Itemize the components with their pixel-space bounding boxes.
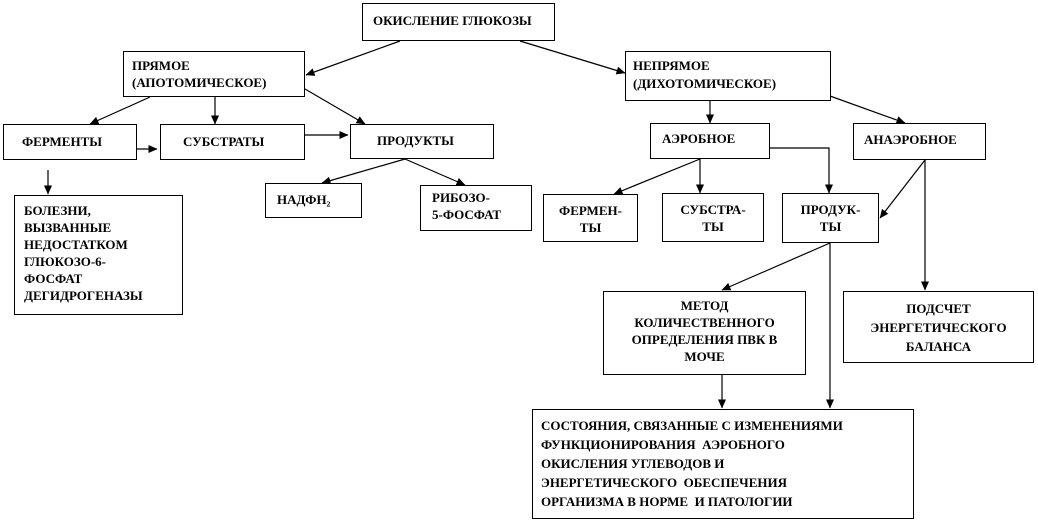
node-ribose: [420, 185, 532, 231]
node-aerobic: [650, 123, 770, 159]
node-glucose-oxidation-label: ОКИСЛЕНИЕ ГЛЮКОЗЫ: [373, 13, 532, 28]
node-substrates: [160, 124, 305, 160]
node-substrates-label: СУБСТРАТЫ: [183, 134, 265, 149]
arrow-products-to-method: [721, 242, 831, 291]
node-direct: [123, 51, 305, 97]
arrow-direct-to-products: [304, 88, 366, 125]
node-indirect-title: НЕПРЯМОЕ: [633, 58, 710, 73]
node-nadph: [265, 183, 362, 218]
node-ribose-label: РИБОЗО- 5-ФОСФАТ: [432, 190, 502, 222]
node-aerobic-enzymes: [543, 194, 638, 242]
arrow-direct-to-enzymes: [89, 96, 151, 125]
node-indirect: [625, 51, 831, 101]
arrow-root-to-direct: [305, 40, 401, 76]
node-states-label: СОСТОЯНИЯ, СВЯЗАННЫЕ С ИЗМЕНЕНИЯМИ ФУНКЦ…: [541, 418, 843, 509]
node-indirect-subtitle: (ДИХОТОМИЧЕСКОЕ): [633, 76, 777, 91]
node-nadph-label: НАДФН₂: [277, 192, 331, 207]
arrow-products-to-nadph: [321, 158, 406, 185]
node-aerobic-enzymes-label: ФЕРМЕН- ТЫ: [559, 203, 622, 235]
arrow-indirect-to-anaerobic: [829, 95, 906, 124]
node-aerobic-label: АЭРОБНОЕ: [662, 131, 736, 146]
node-pvk-method: [603, 291, 806, 375]
arrow-anaerobic-to-products: [879, 159, 926, 219]
node-energy-balance: [843, 291, 1034, 363]
arrow-products-to-ribose: [404, 158, 466, 186]
node-aerobic-products-label: ПРОДУК- ТЫ: [800, 202, 861, 234]
node-anaerobic-label: АНАЭРОБНОЕ: [864, 132, 957, 147]
arrow-root-to-indirect: [519, 40, 626, 75]
node-glucose-oxidation: [362, 3, 555, 41]
node-anaerobic: [853, 123, 986, 160]
node-aerobic-substrates-label: СУБСТРА- ТЫ: [680, 202, 746, 234]
node-enzymes: [3, 124, 137, 160]
node-states: [532, 409, 914, 519]
node-products: [350, 124, 494, 159]
node-direct-title: ПРЯМОЕ: [132, 58, 190, 73]
node-products-label: ПРОДУКТЫ: [377, 133, 454, 148]
node-aerobic-products: [782, 193, 879, 243]
node-aerobic-substrates: [662, 193, 764, 242]
node-direct-subtitle: (АПОТОМИЧЕСКОЕ): [132, 75, 267, 90]
node-pvk-method-label: МЕТОД КОЛИЧЕСТВЕННОГО ОПРЕДЕЛЕНИЯ ПВК В …: [631, 298, 778, 364]
node-diseases: [14, 195, 183, 315]
node-energy-balance-label: ПОДСЧЕТ ЭНЕРГЕТИЧЕСКОГО БАЛАНСА: [870, 301, 1007, 354]
node-enzymes-label: ФЕРМЕНТЫ: [22, 134, 103, 149]
arrow-aerobic-to-products: [770, 147, 833, 194]
node-diseases-label: БОЛЕЗНИ, ВЫЗВАННЫЕ НЕДОСТАТКОМ ГЛЮКОЗО-6…: [24, 203, 143, 303]
arrow-aerobic-to-enzymes: [613, 158, 701, 195]
